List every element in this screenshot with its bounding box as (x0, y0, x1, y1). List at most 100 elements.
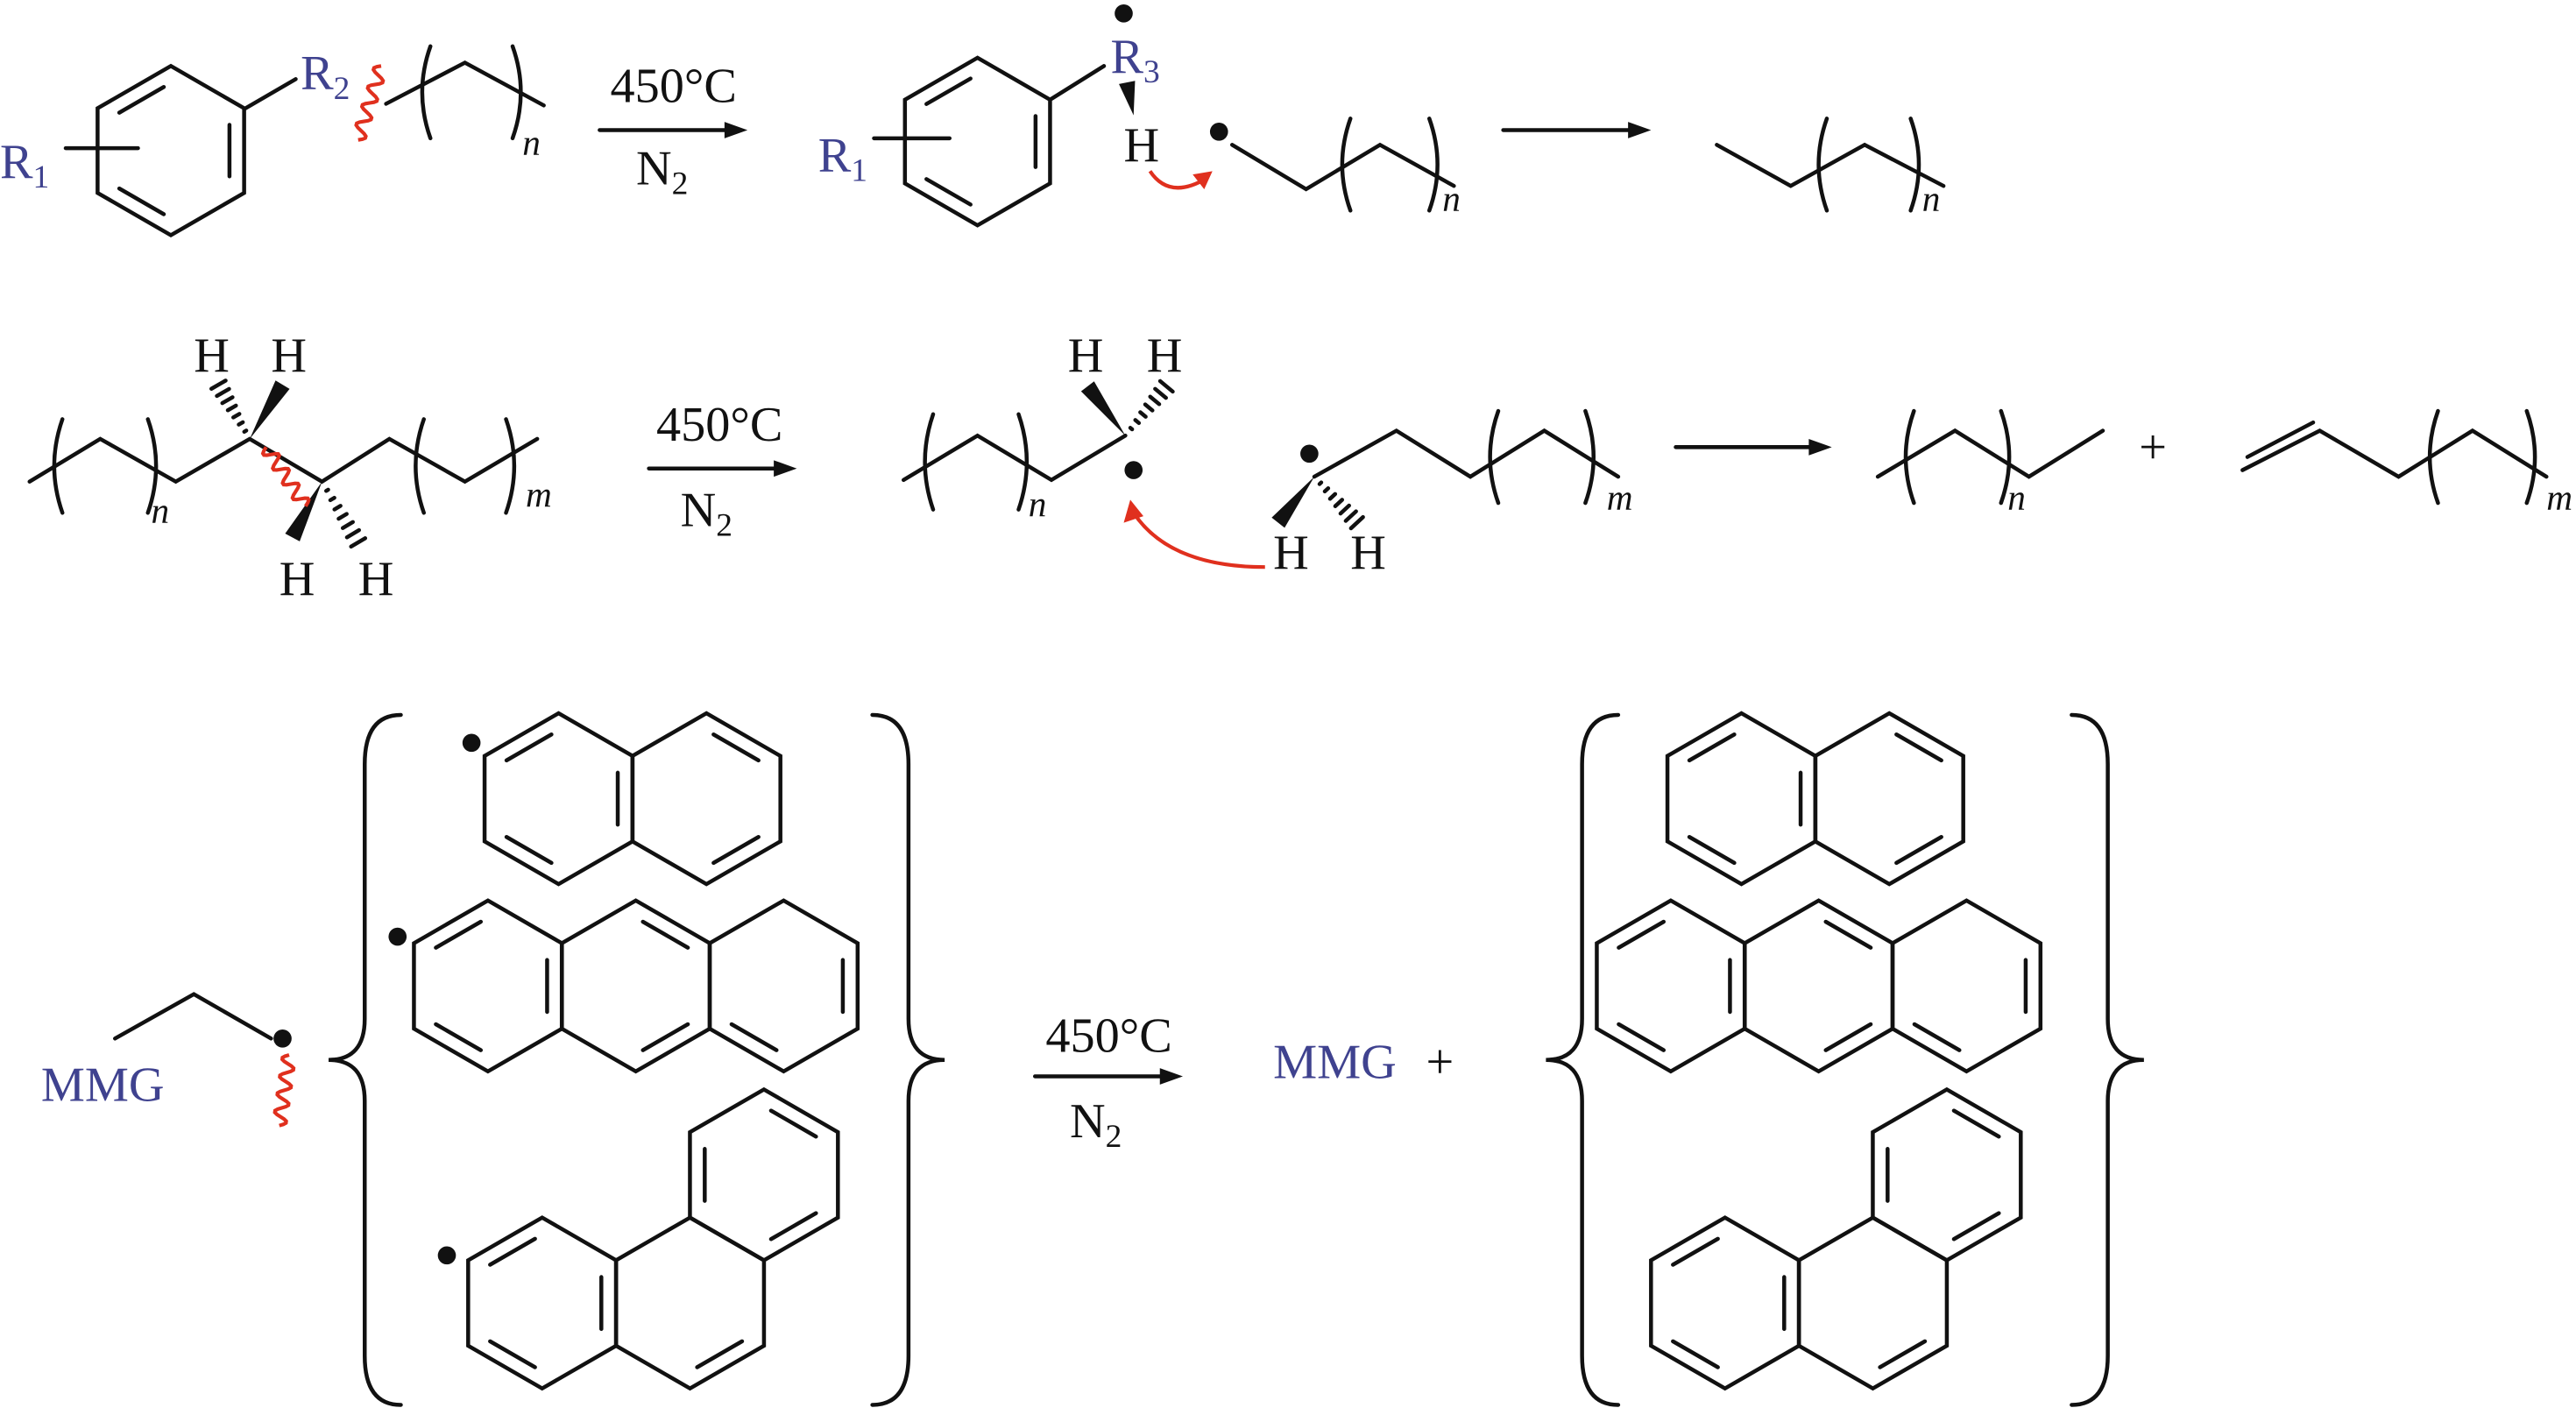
double-bond (2245, 420, 2316, 459)
right-parenthesis (1016, 412, 1030, 512)
double-bond (1951, 1211, 2001, 1242)
double-bond (924, 76, 973, 106)
double-bond (711, 834, 761, 866)
wedge-bond (1119, 81, 1136, 116)
double-bond (1687, 834, 1737, 866)
phenanthrene-ring (1796, 1215, 1950, 1391)
radical-dot (1115, 4, 1133, 23)
right-parenthesis (1908, 117, 1921, 213)
h-label: H (1273, 526, 1309, 580)
double-bond (1823, 919, 1873, 950)
hash-bond (237, 420, 245, 427)
benzene-ring (902, 55, 1052, 228)
phenanthrene-ring (1871, 1086, 2023, 1263)
benzene-ring (96, 63, 246, 238)
r2-label: R2 (301, 46, 350, 107)
hash-bond (1322, 485, 1331, 494)
m-label: m (526, 474, 552, 514)
double-bond (1617, 919, 1667, 950)
left-parenthesis (923, 412, 936, 512)
right-brace (2070, 712, 2144, 1407)
left-brace (1546, 712, 1621, 1407)
alkene-product-chain (2240, 428, 2549, 479)
right-parenthesis (145, 417, 159, 515)
alkane-product-chain (1715, 142, 1946, 188)
double-bond (1671, 1339, 1720, 1369)
phenanthrene-ring (466, 1215, 619, 1391)
left-parenthesis (414, 417, 426, 515)
alkyl-radical-chain (902, 433, 1128, 483)
alkane-chain (27, 436, 540, 485)
n-label: n (1442, 178, 1461, 218)
radical-dot (437, 1246, 456, 1265)
hash-bond (323, 487, 330, 493)
n-label: n (2007, 478, 2026, 518)
double-bond (434, 1022, 484, 1052)
bond-cleavage-wavy-line (260, 446, 311, 507)
double-bond (768, 1211, 818, 1242)
h-label: H (1124, 118, 1160, 173)
hash-bond (1317, 480, 1324, 486)
temp-label: 450°C (1045, 1008, 1171, 1063)
double-bond (640, 1022, 690, 1052)
hash-bond (1157, 379, 1175, 394)
hash-bond (1138, 410, 1148, 419)
h-label: H (1350, 526, 1386, 580)
double-bond (695, 1339, 745, 1369)
hash-bond (340, 520, 355, 530)
electron-transfer-arrow (1132, 512, 1265, 570)
double-bond (504, 732, 554, 763)
wedge-bond (250, 380, 290, 439)
arrowhead-icon (724, 122, 748, 138)
double-bond (1951, 1108, 2001, 1139)
double-bond (768, 1108, 818, 1139)
n-label: n (1922, 178, 1941, 218)
double-bond (1894, 834, 1943, 866)
arrowhead-icon (774, 460, 797, 478)
r2-bond (243, 77, 298, 111)
anthracene-ring (1890, 898, 2043, 1074)
double-bond (924, 177, 973, 207)
left-parenthesis (1816, 117, 1829, 213)
double-bond (1823, 1022, 1873, 1052)
anthracene-ring (1742, 898, 1895, 1074)
double-bond (1912, 1022, 1962, 1052)
wedge-bond (1271, 477, 1314, 528)
wedge-bond (285, 481, 322, 541)
gas-label: N2 (1070, 1094, 1122, 1155)
right-parenthesis (510, 44, 523, 141)
m-label: m (1607, 478, 1633, 518)
arrowhead-icon (1808, 438, 1832, 456)
r3-bond (1049, 64, 1107, 102)
gas-label: N2 (681, 483, 732, 543)
left-parenthesis (420, 44, 433, 141)
phenanthrene-ring (688, 1086, 840, 1263)
double-bond (117, 186, 166, 216)
red-arrowhead-icon (1192, 171, 1213, 189)
h-label: H (194, 329, 230, 383)
temp-label: 450°C (611, 60, 737, 114)
radical-dot (1300, 444, 1319, 463)
radical-dot (1124, 461, 1143, 479)
temp-label: 450°C (656, 398, 782, 452)
n-label: n (522, 123, 541, 163)
alkyl-radical-chain (1312, 428, 1621, 479)
hash-bond (344, 527, 362, 540)
alkyl-chain (384, 60, 546, 108)
naphthalene-ring (482, 711, 635, 887)
double-bond (1617, 1022, 1667, 1052)
plus-sign: + (1426, 1035, 1454, 1089)
radical-dot (1209, 123, 1228, 141)
arrowhead-icon (1159, 1068, 1183, 1085)
right-parenthesis (1999, 408, 2012, 506)
double-bond (117, 85, 166, 115)
h-label: H (280, 552, 315, 606)
anthracene-ring (412, 898, 564, 1074)
m-label: m (2546, 478, 2572, 518)
alkane-product-chain (1875, 428, 2105, 479)
mmg-label: MMG (1273, 1035, 1397, 1089)
hash-bond (231, 412, 242, 420)
bond-cleavage-wavy-line (272, 1053, 296, 1128)
hash-bond (328, 495, 336, 503)
mmg-label: MMG (41, 1058, 165, 1113)
